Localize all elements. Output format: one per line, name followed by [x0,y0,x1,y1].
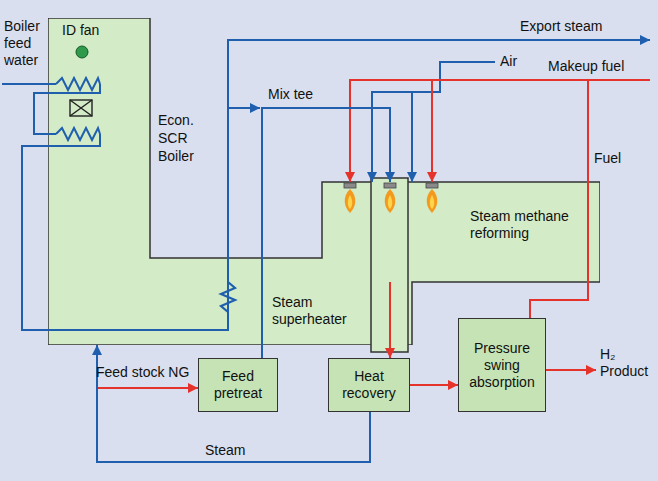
node-text: Pressure swing absorption [464,340,540,391]
process-box: Feed pretreat [198,358,278,412]
stream-label: Boiler feed water [4,18,52,69]
flow-connector [410,384,458,386]
gas-lines [96,80,650,388]
economizer-coil [56,78,100,90]
stream-label: Feed stock NG [96,364,189,381]
product-label: H₂ Product [600,346,654,380]
stream-label: Export steam [520,18,602,35]
component-label: Mix tee [268,86,313,103]
steam-pipes [2,40,650,330]
flue-duct: ID fan [48,18,600,345]
stream-label: Air [500,53,517,70]
duct-outline [48,18,600,345]
burners [344,183,438,213]
id-fan-symbol [76,46,88,58]
process-box: Heat recovery [328,358,410,412]
component-label: Boiler [158,148,194,165]
flow-connector [262,108,390,358]
flow-connector [389,282,391,358]
node-text: Feed pretreat [204,368,272,402]
duct-outline [48,18,600,345]
boiler-coil [56,128,100,140]
edge-label: Steam [205,442,245,459]
component-label: Steam superheater [272,294,362,328]
scr-symbol [70,100,92,116]
node-text: Steam methane reforming [470,208,582,242]
node-text: ID fan [62,22,99,39]
superheater-coil [221,282,235,312]
edge-label: Fuel [594,150,621,167]
component-label: SCR [158,130,188,147]
component-label: Econ. [158,112,194,129]
node-text: Heat recovery [334,368,404,402]
flow-connector [432,80,588,318]
process-box: Pressure swing absorption [458,318,546,412]
reformer-furnace: Steam methane reforming [322,182,600,282]
stream-label: Makeup fuel [548,58,624,75]
